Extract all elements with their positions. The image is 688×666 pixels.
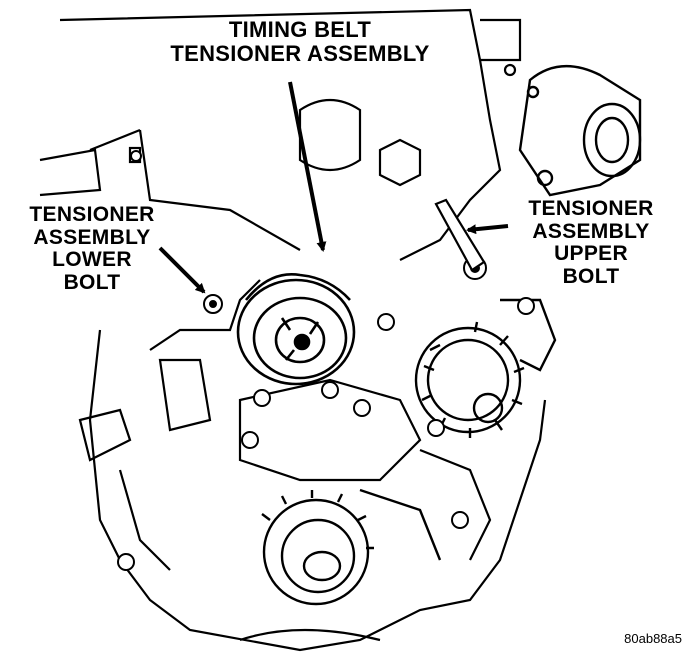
- label-line: BOLT: [63, 271, 121, 295]
- arrow-upper-bolt: [466, 224, 509, 235]
- label-line: UPPER: [554, 242, 628, 266]
- label-timing-belt-tensioner: TIMING BELT TENSIONER ASSEMBLY: [140, 18, 460, 66]
- label-tensioner-upper-bolt: TENSIONER ASSEMBLY UPPER BOLT: [496, 197, 686, 289]
- label-line: TENSIONER: [528, 197, 654, 220]
- upper-bolt-shaft: [434, 198, 486, 272]
- cylinder-head: [39, 8, 522, 261]
- label-line: BOLT: [562, 265, 620, 289]
- label-line: TENSIONER: [29, 203, 155, 226]
- thermostat-housing: [518, 64, 642, 197]
- label-line: ASSEMBLY: [33, 225, 151, 249]
- figure-code: 80ab88a5: [624, 631, 682, 646]
- tensioner-pulley: [236, 273, 356, 386]
- camshaft-sprocket: [414, 298, 557, 438]
- engine-block: [78, 279, 547, 652]
- arrow-timing-belt-tensioner: [288, 81, 327, 252]
- crankshaft-sprocket: [261, 488, 442, 606]
- label-line: LOWER: [52, 248, 132, 272]
- arrow-lower-bolt: [158, 246, 206, 294]
- leader-arrows: [158, 81, 509, 294]
- label-line: TENSIONER ASSEMBLY: [170, 40, 430, 66]
- label-line: TIMING BELT: [228, 17, 372, 42]
- label-tensioner-lower-bolt: TENSIONER ASSEMBLY LOWER BOLT: [4, 203, 180, 295]
- label-line: ASSEMBLY: [532, 219, 650, 243]
